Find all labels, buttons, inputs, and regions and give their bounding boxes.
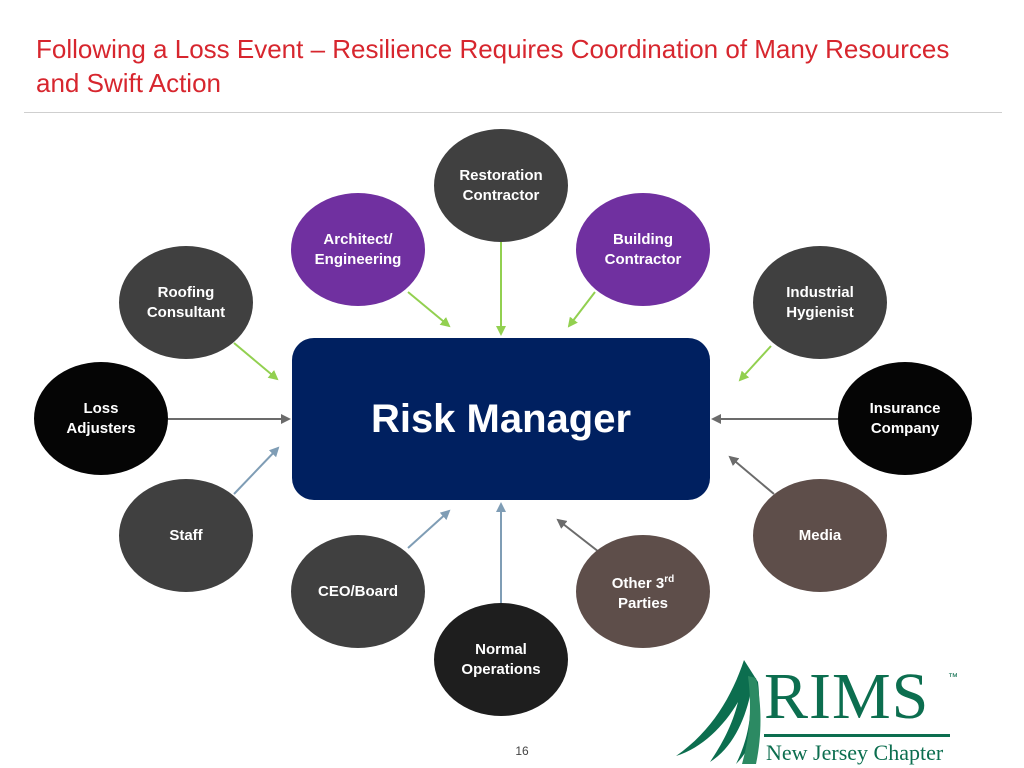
slide-title: Following a Loss Event – Resilience Requ… [36, 34, 950, 98]
arrow-staff [233, 446, 280, 495]
node-label: Operations [461, 660, 541, 678]
node-loss-adjusters: Loss Adjusters [34, 362, 168, 475]
node-label: Loss [83, 399, 119, 417]
arrow-building [567, 291, 596, 328]
arrow-architect [407, 291, 451, 328]
node-label: CEO/Board [317, 582, 398, 600]
node-label: Restoration [459, 166, 543, 184]
arrow-industrial [738, 345, 772, 382]
node-roofing-consultant: Roofing Consultant [119, 246, 253, 359]
node-other-3rd-parties: Other 3rd Parties [576, 535, 710, 648]
trademark-symbol: ™ [948, 672, 958, 683]
node-label: Contractor [462, 186, 540, 204]
risk-manager-box: Risk Manager [292, 338, 710, 500]
node-restoration-contractor: Restoration Contractor [434, 129, 568, 242]
risk-manager-label: Risk Manager [370, 396, 632, 441]
node-staff: Staff [119, 479, 253, 592]
node-label-main: Other 3 [611, 574, 665, 592]
node-label: Hygienist [786, 303, 854, 321]
node-architect-engineering: Architect/ Engineering [291, 193, 425, 306]
arrow-other [556, 518, 600, 553]
logo-divider [764, 734, 950, 737]
arrow-ceo [407, 509, 451, 549]
node-label: Engineering [314, 250, 402, 268]
node-label: Parties [617, 594, 669, 612]
node-label: Staff [169, 526, 203, 544]
page-number: 16 [515, 744, 529, 758]
node-label: Contractor [604, 250, 682, 268]
chapter-name: New Jersey Chapter [766, 740, 944, 765]
rims-logo-mark [676, 660, 761, 764]
node-industrial-hygienist: Industrial Hygienist [753, 246, 887, 359]
node-ceo-board: CEO/Board [291, 535, 425, 648]
node-insurance-company: Insurance Company [838, 362, 972, 475]
node-normal-operations: Normal Operations [434, 603, 568, 716]
node-label: Company [870, 419, 940, 437]
node-label: Consultant [146, 303, 226, 321]
node-label: Media [798, 526, 842, 544]
arrow-media [728, 455, 775, 495]
node-label: Other 3rd [612, 570, 675, 594]
node-label: Normal [475, 640, 527, 658]
ordinal-suffix: rd [664, 573, 675, 585]
node-label: Building [613, 230, 673, 248]
arrow-roofing [233, 342, 279, 381]
node-label: Industrial [786, 283, 854, 301]
node-label: Insurance [869, 399, 941, 417]
node-media: Media [753, 479, 887, 592]
rims-wordmark: RIMS [764, 660, 930, 733]
node-label: Architect/ [323, 230, 393, 248]
node-label: Roofing [157, 283, 215, 301]
node-label: Adjusters [66, 419, 136, 437]
title-divider [24, 112, 1002, 113]
node-building-contractor: Building Contractor [576, 193, 710, 306]
